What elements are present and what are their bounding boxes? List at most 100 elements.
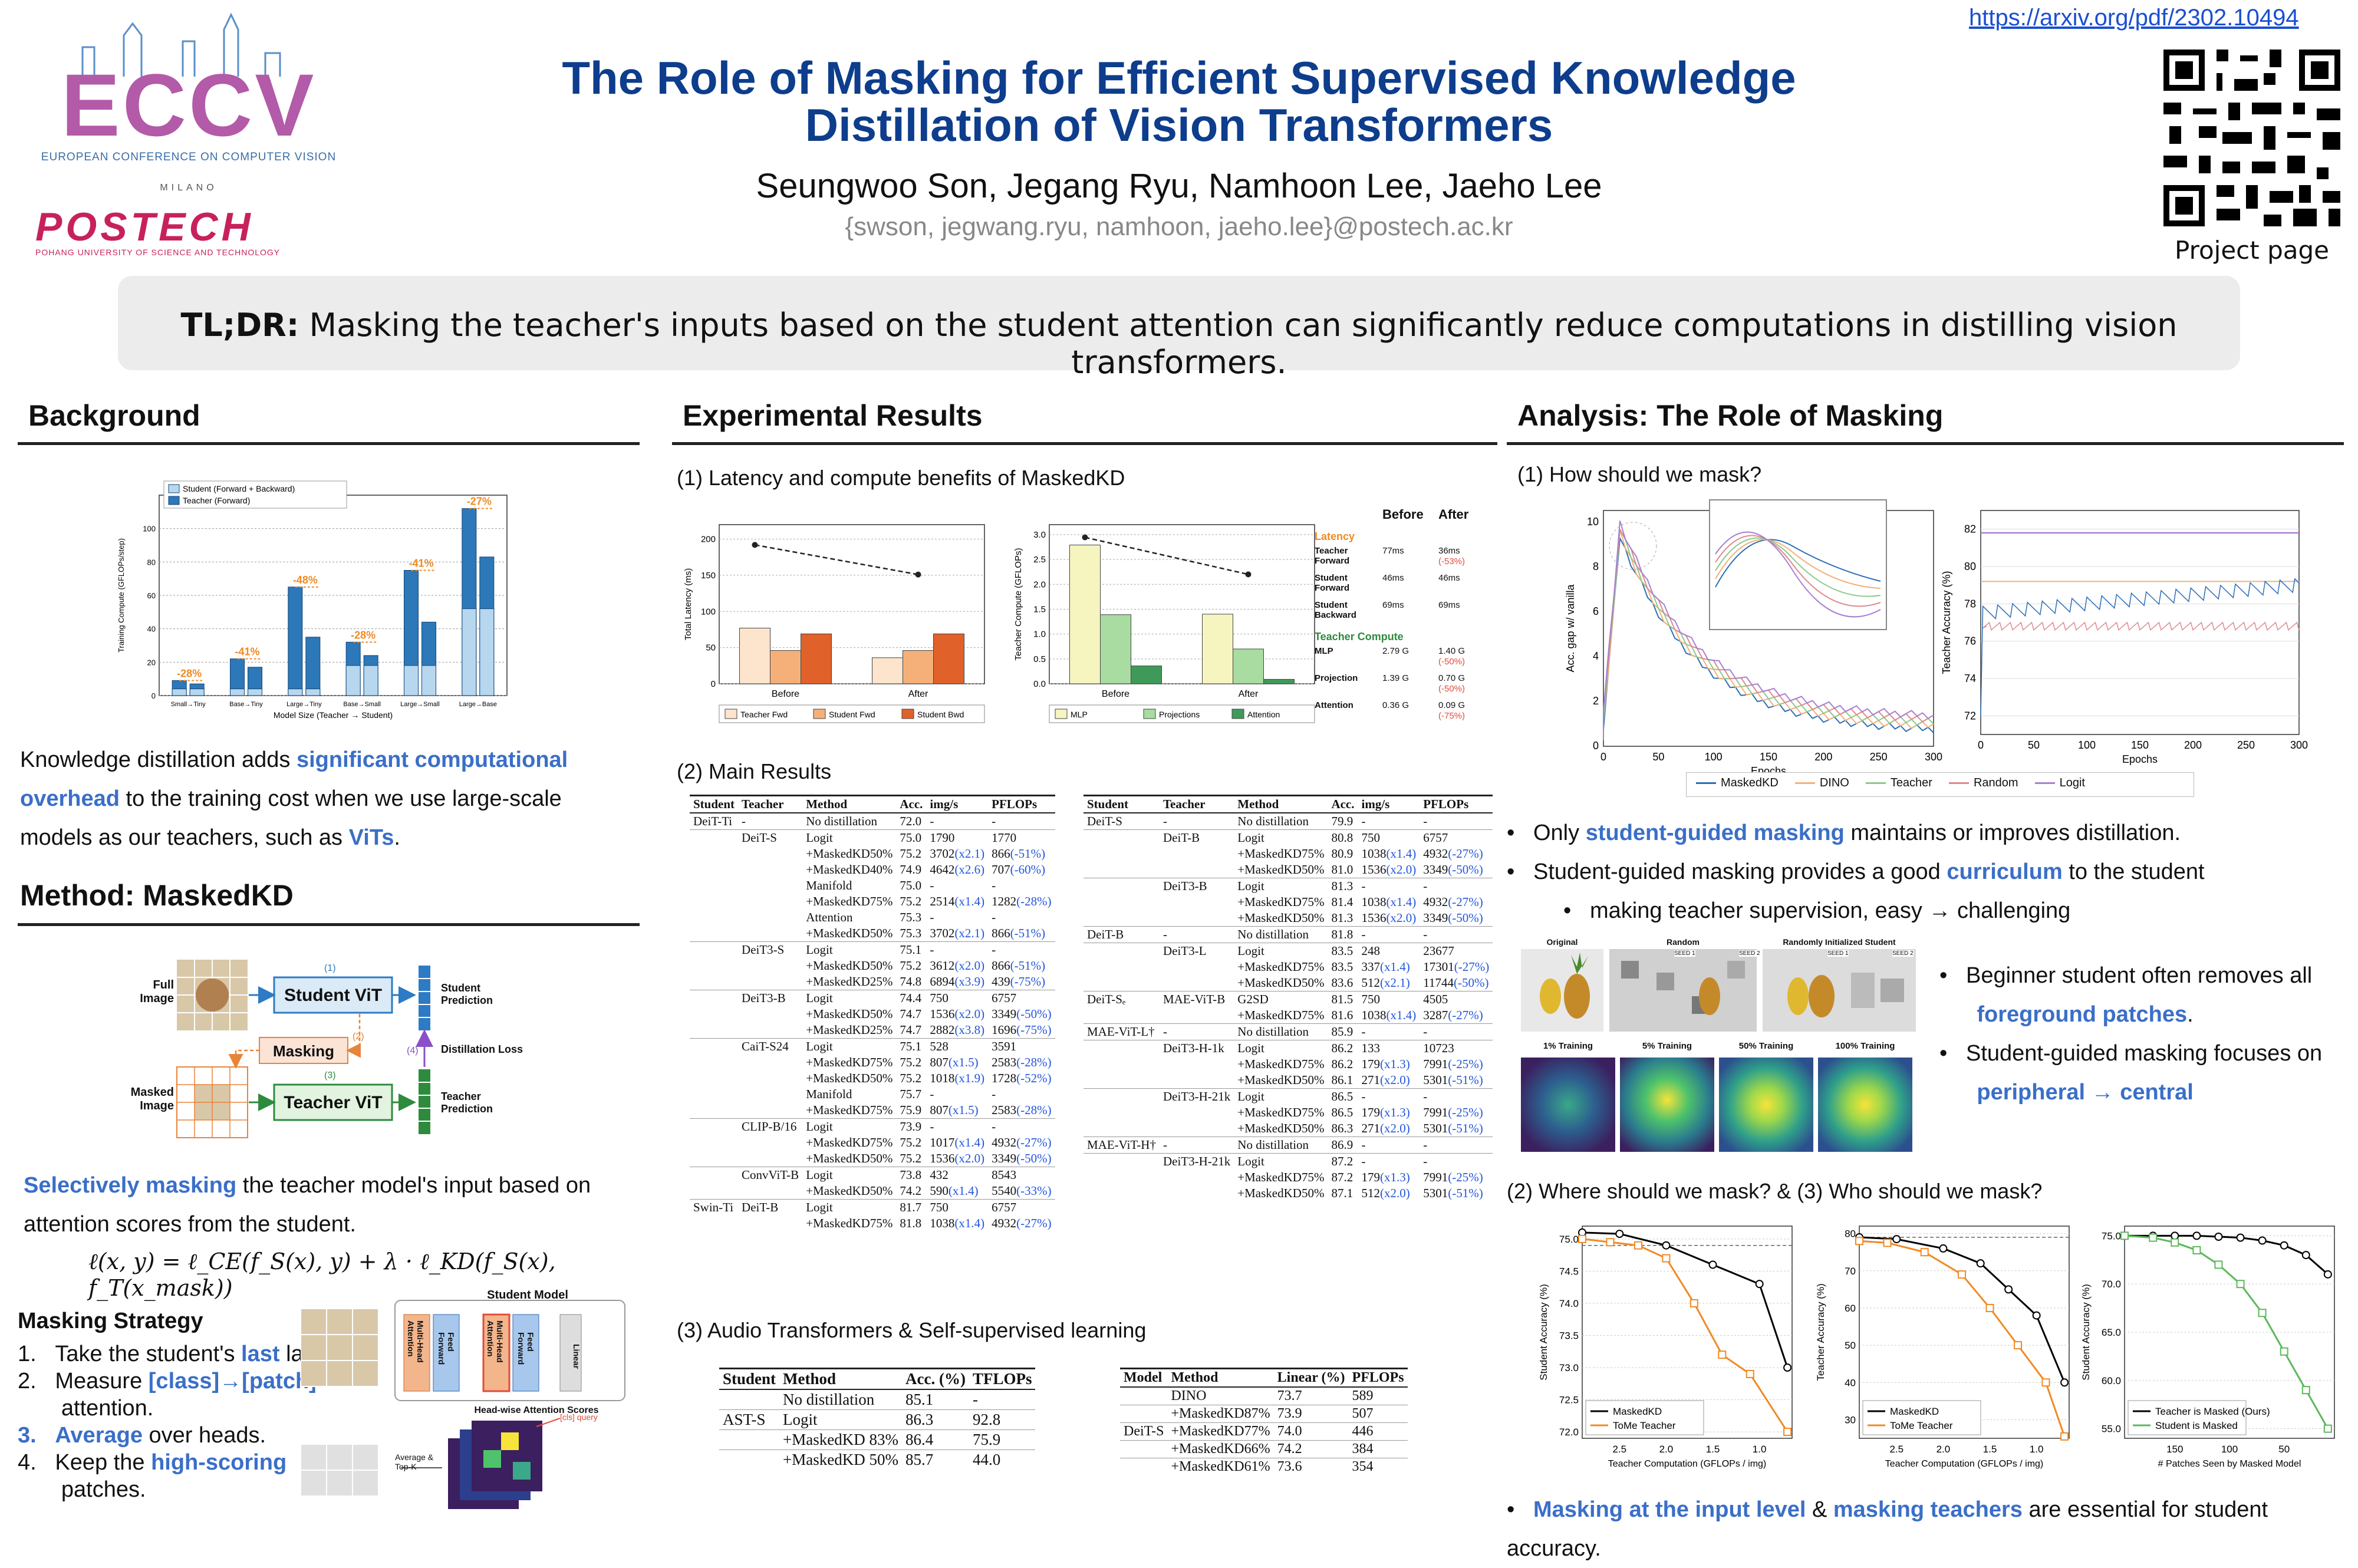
- legend-label: ToMe Teacher: [1613, 1420, 1676, 1431]
- table-header: PFLOPs: [988, 795, 1055, 813]
- table-cell: [690, 1006, 738, 1022]
- data-point: [2149, 1233, 2158, 1242]
- table-cell: 75.7: [900, 1087, 922, 1101]
- table-cell: No distillation: [1234, 812, 1328, 830]
- table-cell: [690, 925, 738, 942]
- y-tick-label: 8: [1593, 561, 1599, 572]
- bar-teacher-after: [305, 637, 321, 696]
- table-cell: 248: [1358, 943, 1420, 959]
- compute-group-label: Teacher Compute: [1315, 631, 1404, 643]
- table-cell: Logit: [802, 1118, 897, 1135]
- x-tick-label: 1.5: [1983, 1444, 1997, 1455]
- qr-code[interactable]: [2158, 44, 2346, 232]
- table-cell: 6757: [988, 1199, 1055, 1215]
- table-cell: 81.0: [1331, 862, 1353, 877]
- table-cell: 6894(x3.9): [930, 974, 985, 989]
- table-cell: +MaskedKD87%: [1167, 1405, 1274, 1423]
- legend-swatch-teacher: [168, 496, 180, 505]
- bar-student-after: [305, 689, 321, 696]
- student-prediction-icon: [419, 966, 430, 1030]
- table-cell: 807(x1.5): [930, 1103, 979, 1117]
- table-cell: 7991(-25%): [1423, 1105, 1483, 1119]
- x-tick-label: 100: [1705, 751, 1723, 763]
- table-header: Method: [1167, 1368, 1274, 1388]
- student-prediction-label: Student Prediction: [441, 982, 493, 1006]
- student-model-title: Student Model: [487, 1289, 568, 1302]
- legend-box: [719, 704, 985, 723]
- table-cell: -: [988, 941, 1055, 958]
- table-cell: 3591: [988, 1038, 1055, 1055]
- table-cell: 86.4: [901, 1429, 969, 1450]
- data-point: [1939, 1244, 1948, 1253]
- heatmap-image: [1818, 1058, 1912, 1152]
- audio-subheading: (3) Audio Transformers & Self-supervised…: [677, 1318, 1147, 1342]
- bullet-6: • Masking at the input level & masking t…: [1507, 1497, 2268, 1561]
- table-header: PFLOPs: [1420, 795, 1493, 813]
- data-point: [2258, 1309, 2267, 1317]
- tldr-box: TL;DR: Masking the teacher's inputs base…: [118, 276, 2240, 381]
- y-tick-label: 70.0: [2102, 1279, 2121, 1290]
- table-cell: 1770: [988, 829, 1055, 846]
- table-cell: Logit: [802, 990, 897, 1006]
- strategy-step-4: 4. Keep the high-scoring patches.: [18, 1450, 287, 1502]
- table-cell: [738, 1055, 802, 1070]
- table-cell: +MaskedKD50%: [806, 846, 893, 861]
- table-cell: 1038(x1.4): [930, 1216, 985, 1230]
- heatmap-label: 1% Training: [1543, 1041, 1593, 1051]
- table-cell: 2583(-28%): [992, 1055, 1052, 1069]
- table-cell: 432: [926, 1167, 989, 1183]
- background-rule: [18, 442, 640, 445]
- reduction-label: -48%: [293, 574, 318, 586]
- data-point: [1783, 1363, 1792, 1372]
- data-point: [2280, 1347, 2288, 1356]
- table-cell: 73.9: [1273, 1405, 1349, 1423]
- table-cell: [738, 1135, 802, 1151]
- bar-student-before: [172, 689, 187, 696]
- table-cell: +MaskedKD25%: [806, 974, 893, 989]
- row-after: 1.40 G: [1438, 646, 1465, 656]
- paper-url[interactable]: https://arxiv.org/pdf/2302.10494: [1969, 5, 2299, 31]
- x-tick-label: 150: [2131, 739, 2149, 751]
- linear-label: Linear: [572, 1344, 581, 1369]
- table-cell: [690, 1118, 739, 1135]
- table-cell: 179(x1.3): [1361, 1170, 1410, 1184]
- delta-text: (-25%): [1448, 1170, 1483, 1184]
- delta-text: (-28%): [1016, 1103, 1052, 1117]
- heatmap-label: 100% Training: [1835, 1041, 1895, 1051]
- table-cell: 80.9: [1331, 846, 1353, 861]
- row-before: 1.39 G: [1382, 673, 1409, 683]
- table-cell: Logit: [802, 941, 897, 958]
- reduction-label: -28%: [351, 629, 376, 641]
- table-cell: No distillation: [802, 812, 897, 830]
- table-cell: [1084, 1040, 1160, 1056]
- table-cell: 1038(x1.4): [1361, 846, 1417, 861]
- table-cell: +MaskedKD75%: [1237, 960, 1325, 974]
- bar-student-before: [404, 665, 419, 696]
- legend-label: Teacher is Masked (Ours): [2155, 1406, 2270, 1417]
- bar: [933, 633, 964, 684]
- y-axis-label: Teacher Accuracy (%): [1941, 571, 1952, 674]
- bullet-2: • Student-guided masking provides a good…: [1507, 859, 2205, 884]
- x-tick-label: 50: [2028, 739, 2040, 751]
- table-cell: Manifold: [806, 878, 852, 892]
- table-cell: CLIP-B/16: [738, 1118, 803, 1135]
- bar-teacher-before: [288, 587, 303, 696]
- x-tick-label: 250: [2237, 739, 2255, 751]
- table-cell: -: [926, 812, 989, 830]
- table-cell: [1084, 862, 1160, 878]
- row-before: 0.36 G: [1382, 700, 1409, 710]
- data-point: [2171, 1238, 2179, 1247]
- fig-seed1-b: SEED 1: [1827, 950, 1849, 957]
